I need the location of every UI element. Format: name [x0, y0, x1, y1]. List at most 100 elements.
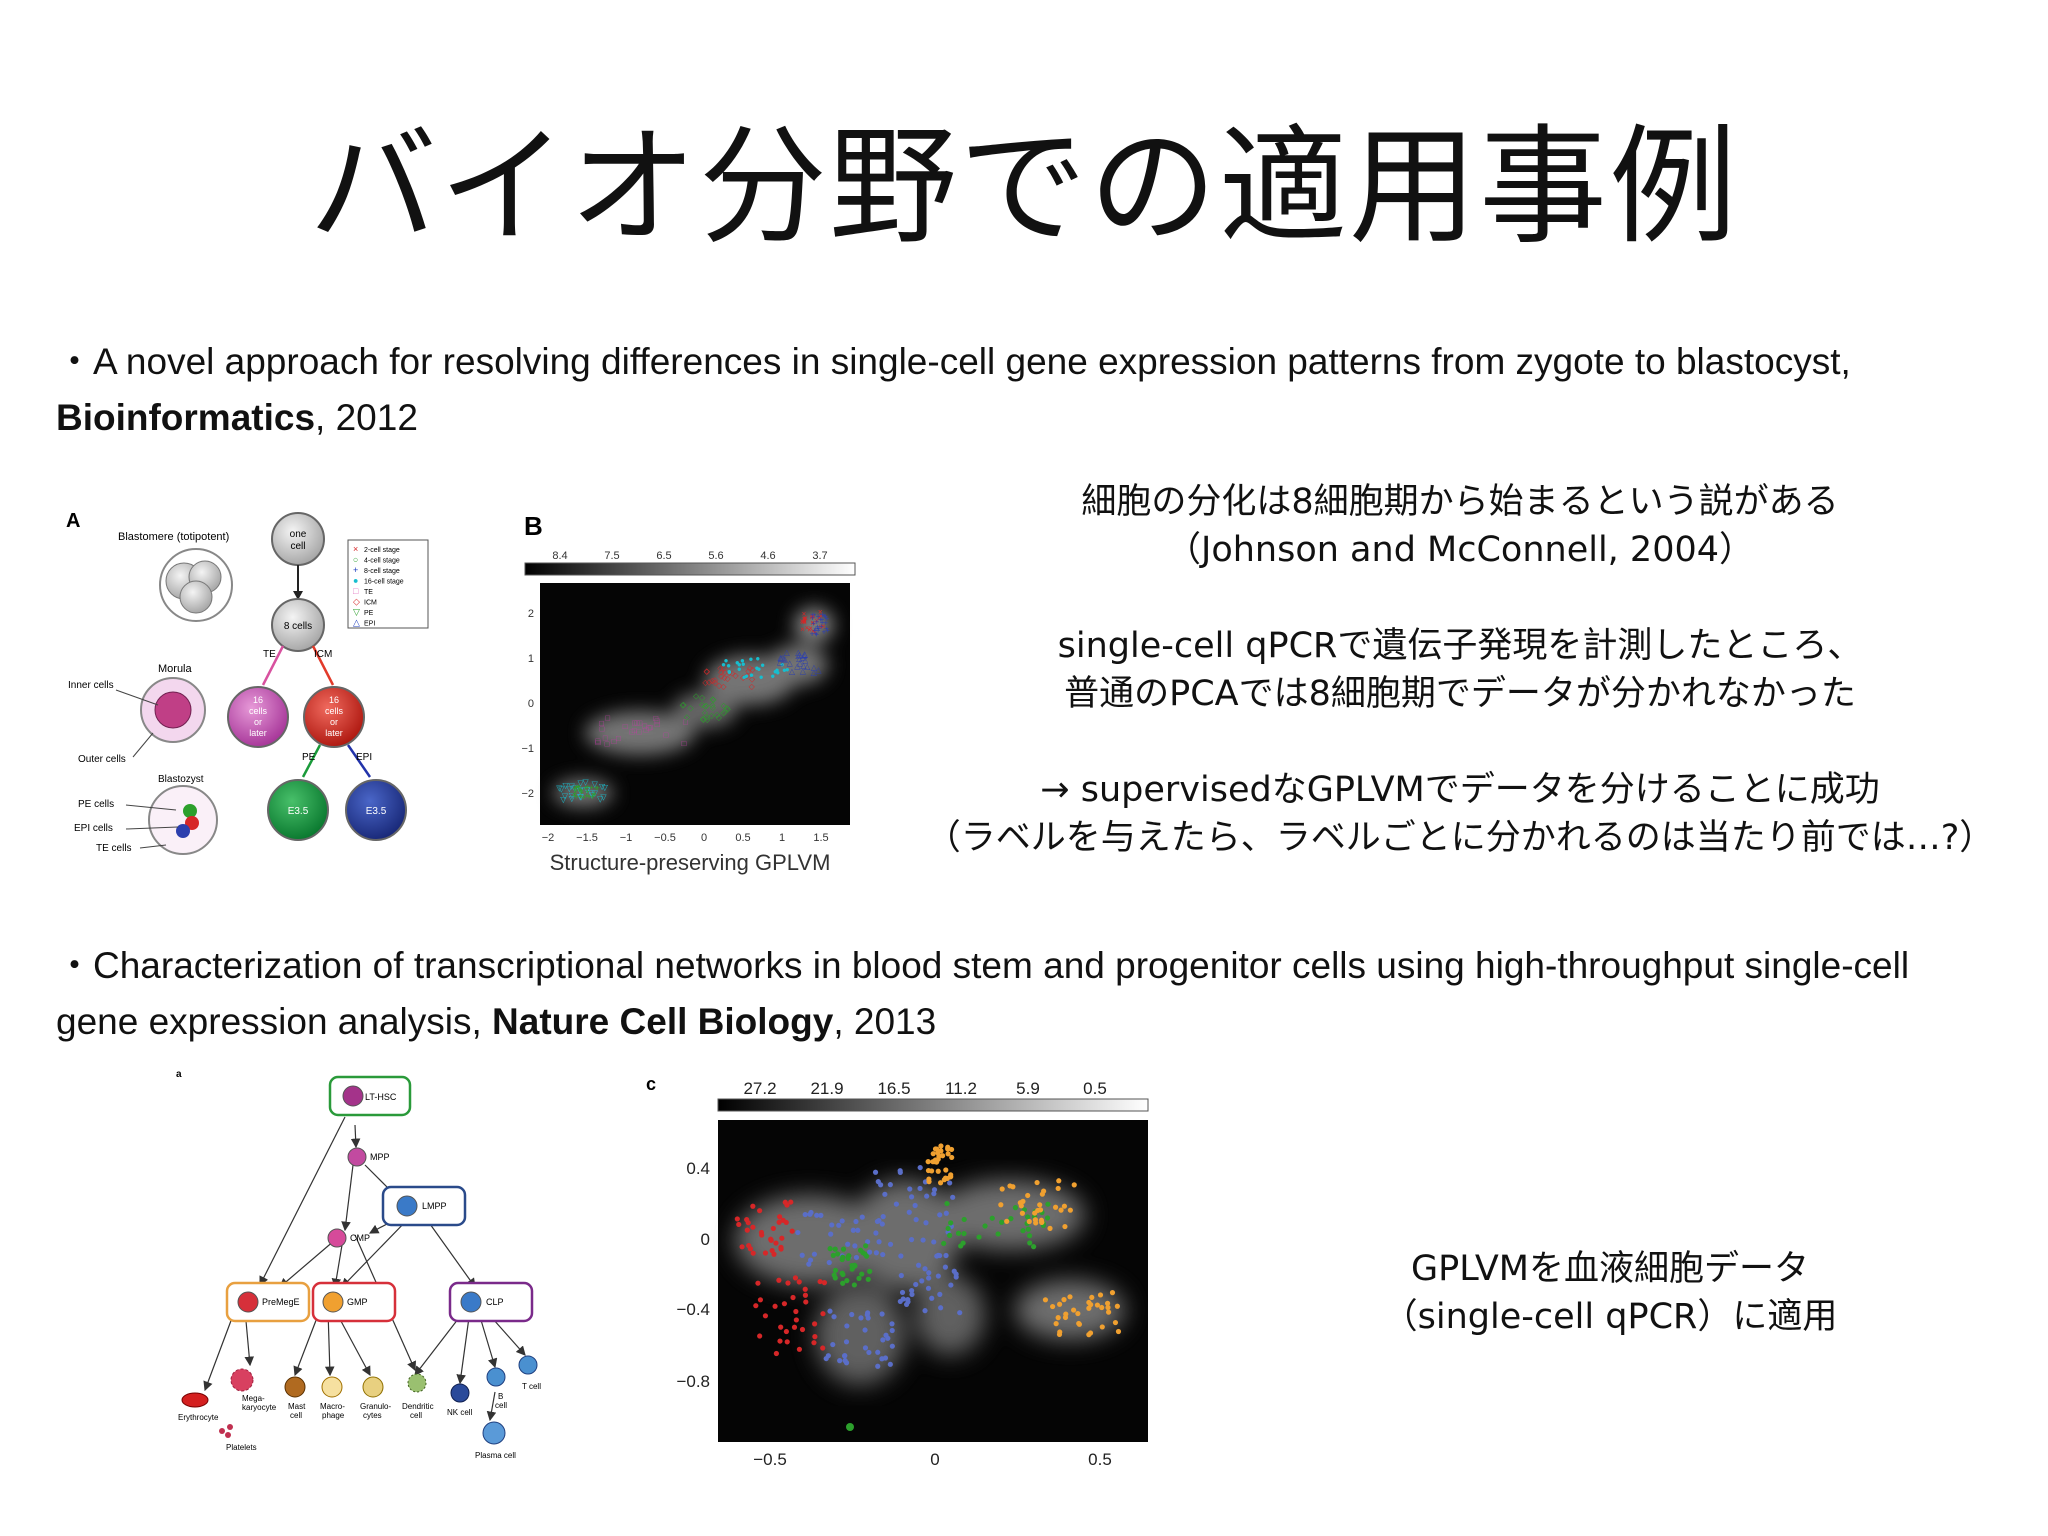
scatter-point: ◇	[714, 710, 721, 719]
scatter-point: □	[637, 728, 642, 737]
scatter-point	[1099, 1304, 1105, 1311]
scatter-point	[856, 1275, 862, 1282]
y-tick: 0	[528, 698, 534, 710]
scatter-point: +	[583, 783, 588, 792]
scatter-point: ●	[749, 670, 754, 679]
node-lt-hsc: LT-HSC	[365, 1092, 397, 1102]
scatter-point: ◇	[680, 700, 687, 709]
scatter-point: ▽	[577, 792, 584, 801]
scatter-point	[770, 1225, 776, 1232]
scatter-point	[961, 1230, 967, 1237]
scatter-point	[931, 1239, 937, 1245]
scatter-point: +	[816, 612, 821, 621]
scatter-point	[932, 1146, 939, 1152]
scatter-point: ●	[754, 664, 759, 673]
morula-label: Morula	[158, 663, 193, 675]
leaf-platelets: Platelets	[226, 1443, 257, 1452]
scatter-point	[1086, 1299, 1092, 1306]
panel-label-a: A	[66, 510, 80, 532]
scatter-point	[913, 1217, 919, 1223]
scatter-point: +	[585, 783, 590, 792]
scatter-point	[791, 1324, 798, 1330]
scatter-point	[999, 1186, 1005, 1192]
scatter-point	[790, 1294, 796, 1301]
scatter-point	[1075, 1310, 1081, 1317]
scatter-point	[913, 1281, 919, 1288]
scatter-point: ▽	[589, 790, 596, 799]
scatter-point	[849, 1311, 855, 1318]
scatter-point	[1038, 1217, 1045, 1223]
scatter-point	[768, 1237, 774, 1243]
scatter-point: ◇	[749, 665, 756, 674]
scatter-point	[1109, 1290, 1116, 1296]
icm-label: ICM	[314, 649, 332, 660]
colorbar-tick: 6.5	[656, 550, 671, 562]
scatter-point	[941, 1240, 947, 1247]
scatter-point	[799, 1252, 805, 1258]
scatter-point: △	[804, 662, 811, 671]
colorbar-tick: 8.4	[552, 550, 567, 562]
scatter-point	[773, 1350, 779, 1357]
legend-label: 8-cell stage	[364, 568, 400, 575]
legend-symbol: ○	[353, 555, 358, 565]
scatter-point	[776, 1277, 782, 1283]
scatter-point	[880, 1251, 886, 1258]
scatter-point: ◇	[749, 682, 756, 691]
scatter-point	[831, 1314, 837, 1320]
scatter-point: ◇	[702, 702, 709, 711]
scatter-point	[930, 1151, 936, 1157]
note-1-line-3: single-cell qPCRで遺伝子発現を計測したところ、	[1057, 626, 1863, 666]
sixteen-label-a4: later	[249, 728, 267, 738]
scatter-point	[931, 1191, 937, 1197]
scatter-point	[923, 1220, 929, 1226]
scatter-point: ●	[775, 668, 780, 677]
scatter-point: ▽	[578, 779, 585, 788]
scatter-point	[917, 1185, 923, 1192]
scatter-point	[880, 1337, 886, 1343]
note-1-line-1: 細胞の分化は8細胞期から始まるという説がある	[1081, 482, 1839, 522]
scatter-point	[865, 1276, 871, 1282]
scatter-point	[829, 1222, 835, 1228]
bullet: ・	[56, 945, 93, 986]
scatter-point	[755, 1280, 761, 1286]
x-tick: 0	[701, 832, 707, 844]
scatter-point	[875, 1363, 881, 1369]
scatter-point	[1105, 1304, 1111, 1311]
scatter-point	[1067, 1294, 1073, 1300]
scatter-point: ▽	[560, 795, 567, 804]
scatter-point	[932, 1159, 938, 1165]
scatter-point: △	[801, 651, 808, 660]
scatter-point: ◇	[721, 707, 728, 716]
x-tick: 1.5	[813, 832, 828, 844]
x-tick: −1.5	[576, 832, 598, 844]
scatter-point	[937, 1291, 943, 1297]
scatter-point	[976, 1234, 982, 1240]
scatter-point: △	[777, 653, 784, 662]
scatter-point	[840, 1271, 846, 1278]
scatter-point	[865, 1310, 871, 1316]
scatter-point	[1018, 1203, 1024, 1209]
node-premege: PreMegE	[262, 1297, 300, 1307]
legend-label: EPI	[364, 621, 375, 628]
reference-1-journal: Bioinformatics	[56, 397, 316, 438]
scatter-point: +	[812, 610, 817, 619]
scatter-point: △	[784, 648, 791, 657]
scatter-point: ×	[811, 618, 816, 627]
scatter-point	[1097, 1292, 1104, 1298]
scatter-point: +	[816, 626, 821, 635]
e35-label-pe: E3.5	[288, 806, 309, 817]
scatter-point	[1094, 1302, 1101, 1308]
scatter-point	[844, 1323, 850, 1329]
leaf-mast-1: Mast	[288, 1402, 306, 1411]
scatter-point	[925, 1159, 931, 1165]
scatter-point	[947, 1180, 953, 1186]
scatter-point: +	[819, 622, 824, 631]
scatter-point: +	[822, 612, 827, 621]
scatter-point	[945, 1144, 951, 1150]
scatter-point	[750, 1250, 756, 1256]
scatter-point	[858, 1315, 864, 1321]
scatter-point	[820, 1311, 826, 1317]
scatter-point	[1112, 1319, 1119, 1326]
leaf-mast-2: cell	[290, 1411, 302, 1420]
scatter-point	[898, 1272, 904, 1279]
